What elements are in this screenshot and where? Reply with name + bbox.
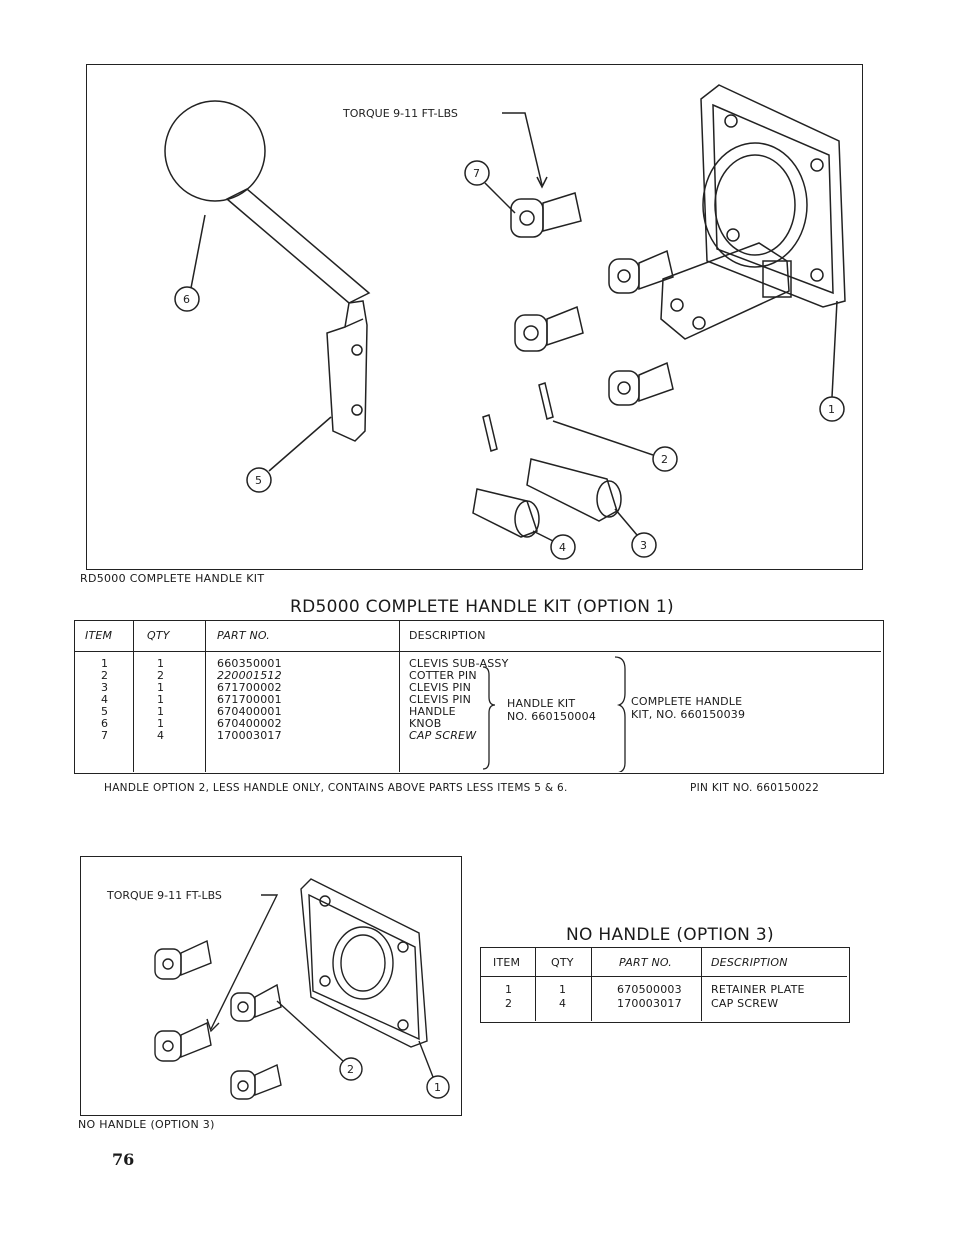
table-1-header-part: PART NO. [217,629,271,642]
table-1-header-qty: QTY [147,629,170,642]
table-row: CLEVIS PIN [409,693,472,706]
cotter-pin-drawing [482,414,498,452]
page-number: 76 [112,1150,135,1169]
figure-2-frame: TORQUE 9-11 FT-LBS 2 1 [80,856,462,1116]
table-1-qty-column: 1 2 1 1 1 1 4 [157,658,164,742]
table-row: CLEVIS PIN [409,681,472,694]
table-row: 2 [101,669,109,682]
retainer-plate-drawing [300,878,428,1048]
no-handle-drawing: TORQUE 9-11 FT-LBS 2 1 [106,878,450,1100]
table-row: 1 [157,717,165,730]
handle-kit-drawing: 6 5 7 2 3 4 1 TORQUE 9-11 FT-LBS [164,84,846,560]
clevis-sub-assy-drawing [660,84,846,340]
table-row: 1 [157,693,165,706]
callout-6: 6 [183,293,190,306]
table-2-desc-column: RETAINER PLATE CAP SCREW [711,984,805,1012]
table-2-title: NO HANDLE (OPTION 3) [566,925,774,945]
table-row: RETAINER PLATE [711,983,805,996]
handle-kit-label: HANDLE KIT NO. 660150004 [507,697,597,723]
table-row: 5 [101,705,109,718]
table-row: KNOB [409,717,442,730]
table-row: 1 [157,657,165,670]
table-row: 6 [101,717,109,730]
option-2-note: HANDLE OPTION 2, LESS HANDLE ONLY, CONTA… [104,782,568,794]
table-2-header-part: PART NO. [619,956,673,969]
table-row: 4 [559,997,567,1010]
cap-screw-drawing [510,192,582,238]
callout-7: 7 [473,167,480,180]
callout-2: 2 [661,453,668,466]
knob-drawing [164,100,266,202]
figure-1-caption: RD5000 COMPLETE HANDLE KIT [80,572,265,585]
table-1-part-column: 660350001 220001512 671700002 671700001 … [217,658,282,742]
table-row: 4 [157,729,165,742]
table-row: HANDLE [409,705,456,718]
table-1-header-item: ITEM [85,629,113,642]
table-2-qty-column: 1 4 [559,984,566,1012]
kit-braces [482,656,626,772]
pin-kit-note: PIN KIT NO. 660150022 [690,782,820,794]
table-row: 670400002 [217,717,282,730]
figure-2-caption: NO HANDLE (OPTION 3) [78,1118,215,1131]
cap-screw-drawing [154,939,212,980]
figure-1-frame: 6 5 7 2 3 4 1 TORQUE 9-11 FT-LBS [86,64,863,570]
table-row: 170003017 [217,729,282,742]
table-2-item-column: 1 2 [505,984,512,1012]
table-1-title: RD5000 COMPLETE HANDLE KIT (OPTION 1) [290,597,674,617]
table-row: 4 [101,693,109,706]
callout-3: 3 [640,539,647,552]
table-1: ITEM QTY PART NO. DESCRIPTION 1 2 3 4 5 … [74,620,884,774]
table-row: CAP SCREW [409,729,477,742]
table-2-header-qty: QTY [551,956,574,969]
table-row: 1 [559,983,567,996]
torque-label: TORQUE 9-11 FT-LBS [106,889,222,902]
table-row: COTTER PIN [409,669,477,682]
handle-drawing [225,188,371,304]
table-row: 3 [101,681,109,694]
table-row: 1 [101,657,109,670]
callout-4: 4 [559,541,566,554]
table-row: 660350001 [217,657,282,670]
table-row: 670500003 [617,983,682,996]
complete-kit-label: COMPLETE HANDLE KIT, NO. 660150039 [631,695,746,721]
clevis-pin-drawing [472,458,622,538]
table-row: 2 [505,997,513,1010]
torque-label: TORQUE 9-11 FT-LBS [342,107,458,120]
table-row: 170003017 [617,997,682,1010]
table-1-header-desc: DESCRIPTION [409,629,486,642]
table-row: 670400001 [217,705,282,718]
table-row: 1 [157,681,165,694]
table-2: ITEM QTY PART NO. DESCRIPTION 1 2 1 4 67… [480,947,850,1023]
table-row: 7 [101,729,109,742]
table-row: 671700002 [217,681,282,694]
table-row: 2 [157,669,165,682]
table-2-part-column: 670500003 170003017 [617,984,682,1012]
table-row: 1 [157,705,165,718]
table-1-item-column: 1 2 3 4 5 6 7 [101,658,108,742]
callout-5: 5 [255,474,262,487]
table-2-header-desc: DESCRIPTION [711,956,788,969]
table-row: 1 [505,983,513,996]
callout-2: 2 [347,1063,354,1076]
callout-1: 1 [828,403,835,416]
table-row: CAP SCREW [711,997,779,1010]
table-2-header-item: ITEM [493,956,521,969]
callout-1: 1 [434,1081,441,1094]
table-row: 220001512 [217,669,282,682]
table-row: 671700001 [217,693,282,706]
